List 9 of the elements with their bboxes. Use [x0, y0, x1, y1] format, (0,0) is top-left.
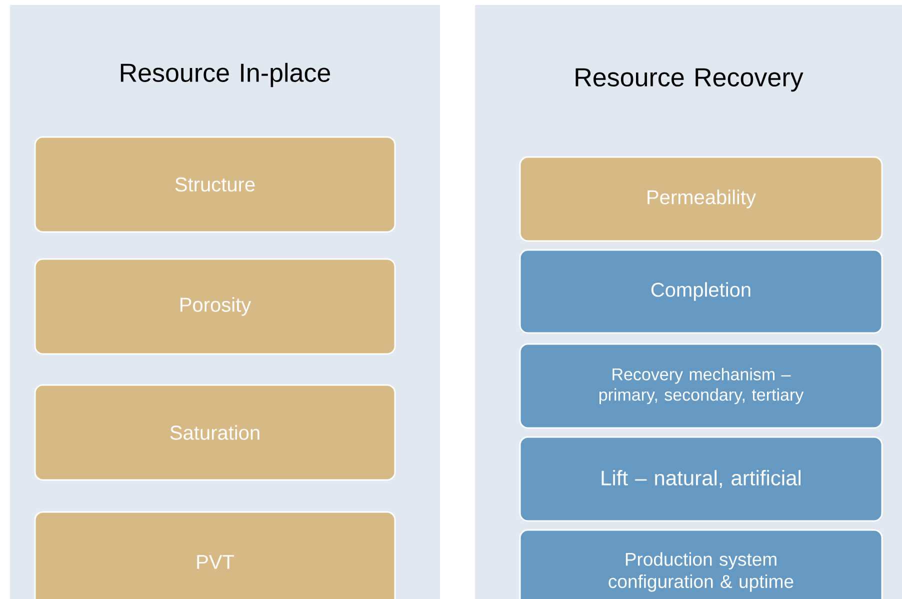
attribute-box: Production system configuration & uptime [519, 529, 883, 599]
attribute-box: PVT [34, 511, 396, 599]
attribute-box: Structure [34, 136, 396, 233]
attribute-box: Recovery mechanism – primary, secondary, tertiary [519, 343, 883, 429]
attribute-box: Porosity [34, 258, 396, 355]
attribute-box: Lift – natural, artificial [519, 436, 883, 522]
attribute-box: Saturation [34, 384, 396, 481]
attribute-box: Completion [519, 249, 883, 334]
attribute-box: Permeability [519, 156, 883, 242]
